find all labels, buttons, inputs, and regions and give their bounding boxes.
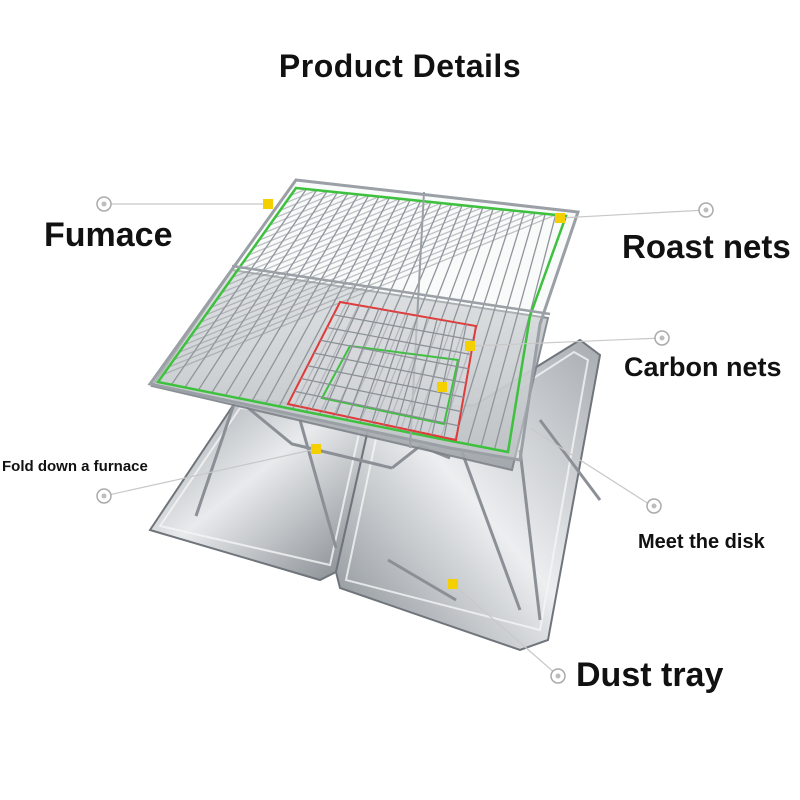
- leader-lines: [103, 203, 707, 675]
- marker-fold-down: [311, 444, 321, 454]
- label-furnace: Fumace: [44, 216, 173, 254]
- label-dust-tray: Dust tray: [576, 656, 724, 694]
- label-carbon-nets: Carbon nets: [624, 352, 782, 382]
- callout-markers: [263, 199, 565, 589]
- marker-dust-tray: [448, 579, 458, 589]
- furnace-frame: [194, 396, 602, 621]
- roast-net-outline: [155, 186, 568, 454]
- label-roast-nets: Roast nets: [622, 228, 791, 265]
- label-meet-the-disk: Meet the disk: [638, 531, 765, 553]
- marker-roast-nets: [555, 213, 565, 223]
- marker-carbon-nets-top: [465, 341, 475, 351]
- marker-carbon-nets-inner: [437, 382, 447, 392]
- page-title: Product Details: [278, 48, 522, 84]
- carbon-net: [286, 300, 478, 442]
- label-fold-down-furnace: Fold down a furnace: [2, 458, 148, 475]
- marker-furnace: [263, 199, 273, 209]
